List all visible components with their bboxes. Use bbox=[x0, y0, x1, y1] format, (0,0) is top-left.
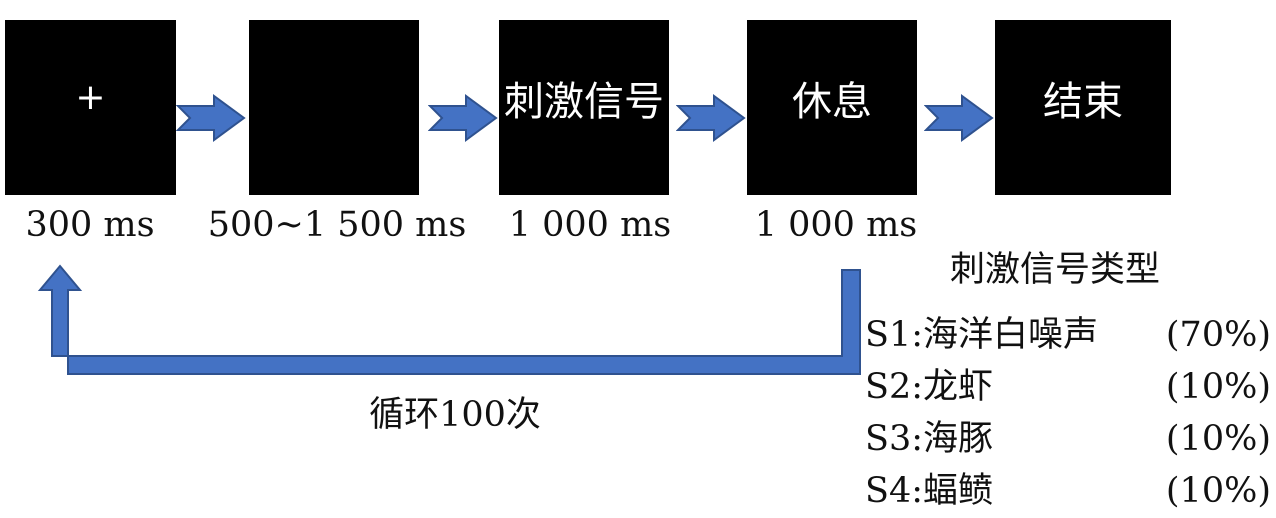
legend-item-percent: (10%) bbox=[1165, 471, 1271, 511]
legend-item-percent: (10%) bbox=[1165, 419, 1271, 459]
duration-label-rest: 1 000 ms bbox=[754, 205, 918, 245]
stimulus-box: 刺激信号 bbox=[499, 20, 669, 195]
right-arrow-icon bbox=[428, 94, 498, 142]
right-arrow-icon bbox=[924, 94, 994, 142]
end-box: 结束 bbox=[995, 20, 1171, 195]
rest-box: 休息 bbox=[747, 20, 917, 195]
duration-label-fixation: 300 ms bbox=[25, 205, 155, 245]
legend-item-name: S3:海豚 bbox=[865, 419, 994, 459]
legend-title: 刺激信号类型 bbox=[950, 250, 1161, 290]
legend-item: S1:海洋白噪声 (70%) bbox=[865, 310, 1275, 360]
right-arrow-icon bbox=[176, 94, 246, 142]
duration-label-stimulus: 1 000 ms bbox=[508, 205, 672, 245]
blank-interval-box bbox=[249, 20, 419, 195]
stimulus-label: 刺激信号 bbox=[504, 78, 664, 125]
end-label: 结束 bbox=[1043, 78, 1123, 125]
fixation-cross-label: + bbox=[75, 77, 106, 118]
right-arrow-icon bbox=[676, 94, 746, 142]
legend-item-name: S2:龙虾 bbox=[865, 367, 994, 407]
legend-item-name: S4:蝠鲼 bbox=[865, 471, 994, 511]
legend-item: S3:海豚 (10%) bbox=[865, 414, 1275, 464]
fixation-cross-box: + bbox=[5, 20, 176, 195]
loop-count-label: 循环100次 bbox=[369, 395, 541, 435]
legend-item: S4:蝠鲼 (10%) bbox=[865, 466, 1275, 516]
legend-item-percent: (70%) bbox=[1165, 315, 1271, 355]
legend-item-percent: (10%) bbox=[1165, 367, 1271, 407]
legend-item: S2:龙虾 (10%) bbox=[865, 362, 1275, 412]
duration-label-blank: 500~1 500 ms bbox=[207, 205, 467, 245]
legend-item-name: S1:海洋白噪声 bbox=[865, 315, 1099, 355]
rest-label: 休息 bbox=[792, 78, 872, 125]
